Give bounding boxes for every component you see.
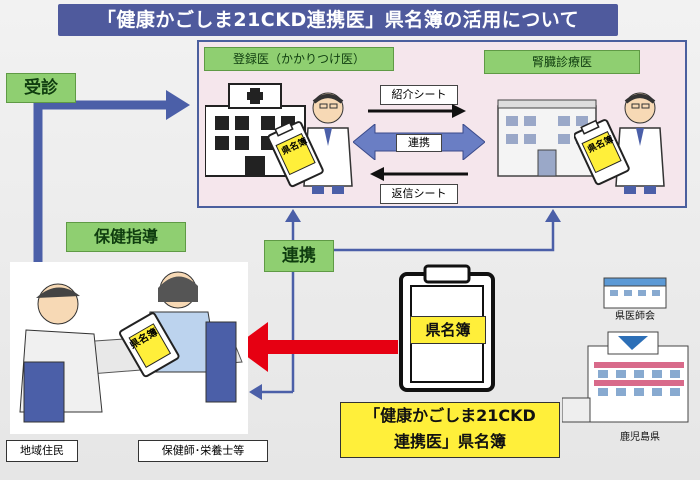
- red-arrow-shaft: [262, 340, 398, 354]
- reply-arrow: [370, 167, 468, 181]
- medical-association-caption: 県医師会: [615, 311, 655, 322]
- reply-sheet-label: 返信シート: [380, 184, 458, 204]
- roster-full-title-line1: 「健康かごしま21CKD: [364, 406, 536, 425]
- referral-arrow: [368, 104, 466, 118]
- visit-flow-arrowhead: [166, 90, 190, 120]
- cooperation-right-line: [330, 218, 555, 252]
- cooperation-tag: 連携: [396, 134, 442, 152]
- roster-large-label: 県名簿: [410, 316, 486, 344]
- health-guidance-label: 保健指導: [66, 222, 186, 252]
- cooperation-main-label: 連携: [264, 240, 334, 272]
- prefectural-office-building-icon: [562, 331, 689, 423]
- page-title: 「健康かごしま21CKD連携医」県名簿の活用について: [58, 4, 618, 36]
- red-arrowhead: [234, 322, 268, 372]
- roster-clipboard-icon-1: [268, 121, 324, 188]
- cooperation-up-arrowhead-right: [545, 209, 561, 222]
- cooperation-up-arrowhead-left: [285, 209, 301, 222]
- visit-flow-line: [33, 100, 168, 280]
- resident-caption: 地域住民: [6, 440, 78, 462]
- referral-sheet-label: 紹介シート: [380, 85, 458, 105]
- roster-clipboard-icon-2: [574, 119, 630, 186]
- consultation-scene-icon: [10, 262, 248, 434]
- registered-doctor-label: 登録医（かかりつけ医）: [204, 47, 394, 71]
- kidney-doctor-label: 腎臓診療医: [484, 50, 640, 74]
- roster-full-title: 「健康かごしま21CKD 連携医」県名簿: [340, 402, 560, 458]
- roster-full-title-line2: 連携医」県名簿: [393, 432, 506, 451]
- medical-association-building-icon: [603, 277, 667, 309]
- bottom-left-arrowhead: [249, 384, 262, 400]
- kagoshima-pref-caption: 鹿児島県: [620, 432, 660, 443]
- staff-caption: 保健師･栄養士等: [138, 440, 268, 462]
- visit-label: 受診: [6, 73, 76, 103]
